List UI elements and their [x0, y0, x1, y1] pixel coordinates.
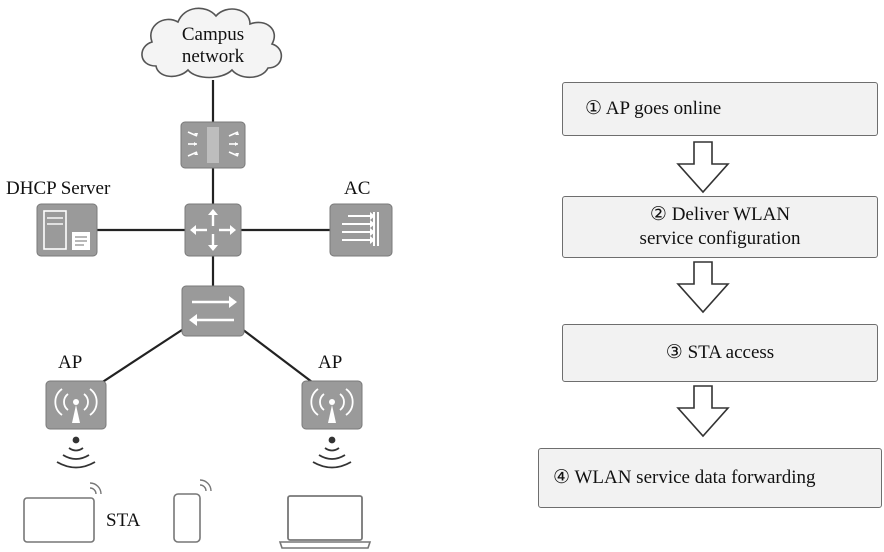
- switch-icon: [181, 285, 245, 337]
- step-4-label: ④ WLAN service data forwarding: [553, 467, 816, 488]
- step-1-label: ① AP goes online: [585, 98, 722, 119]
- link-switch-ap-left: [97, 325, 189, 386]
- ap-icon: [301, 380, 363, 430]
- down-arrow-icon: [676, 141, 730, 194]
- step-data-forwarding: ④ WLAN service data forwarding: [538, 448, 882, 508]
- router-icon: [184, 203, 242, 257]
- ac-icon: [329, 203, 393, 257]
- sta-label: STA: [106, 510, 141, 531]
- ap-left-label: AP: [58, 352, 83, 373]
- laptop-icon: [278, 495, 372, 549]
- ap-right-label: AP: [318, 352, 343, 373]
- phone-icon: [173, 479, 212, 543]
- tablet-icon: [23, 482, 102, 543]
- cloud-label: Campus network: [148, 24, 278, 68]
- link-switch-ap-right: [237, 325, 317, 386]
- wifi-signal-icon: [56, 436, 96, 469]
- wifi-signal-icon: [312, 436, 352, 469]
- connection-lines: [97, 80, 330, 386]
- dhcp-server-label: DHCP Server: [6, 178, 111, 199]
- step-2-label-line2: service configuration: [639, 228, 801, 249]
- down-arrow-icon: [676, 385, 730, 438]
- step-2-label-line1: ② Deliver WLAN: [649, 204, 791, 225]
- step-ap-online: ① AP goes online: [562, 82, 878, 136]
- ac-label: AC: [344, 178, 371, 199]
- cloud-label-line1: Campus: [181, 24, 245, 45]
- step-sta-access: ③ STA access: [562, 324, 878, 382]
- firewall-icon: [180, 121, 246, 169]
- ap-icon: [45, 380, 107, 430]
- step-deliver-configuration: ② Deliver WLAN service configuration: [562, 196, 878, 258]
- dhcp-server-icon: [36, 203, 98, 257]
- down-arrow-icon: [676, 261, 730, 314]
- cloud-icon: [141, 7, 283, 79]
- step-3-label: ③ STA access: [665, 342, 775, 363]
- cloud-label-line2: network: [181, 46, 245, 67]
